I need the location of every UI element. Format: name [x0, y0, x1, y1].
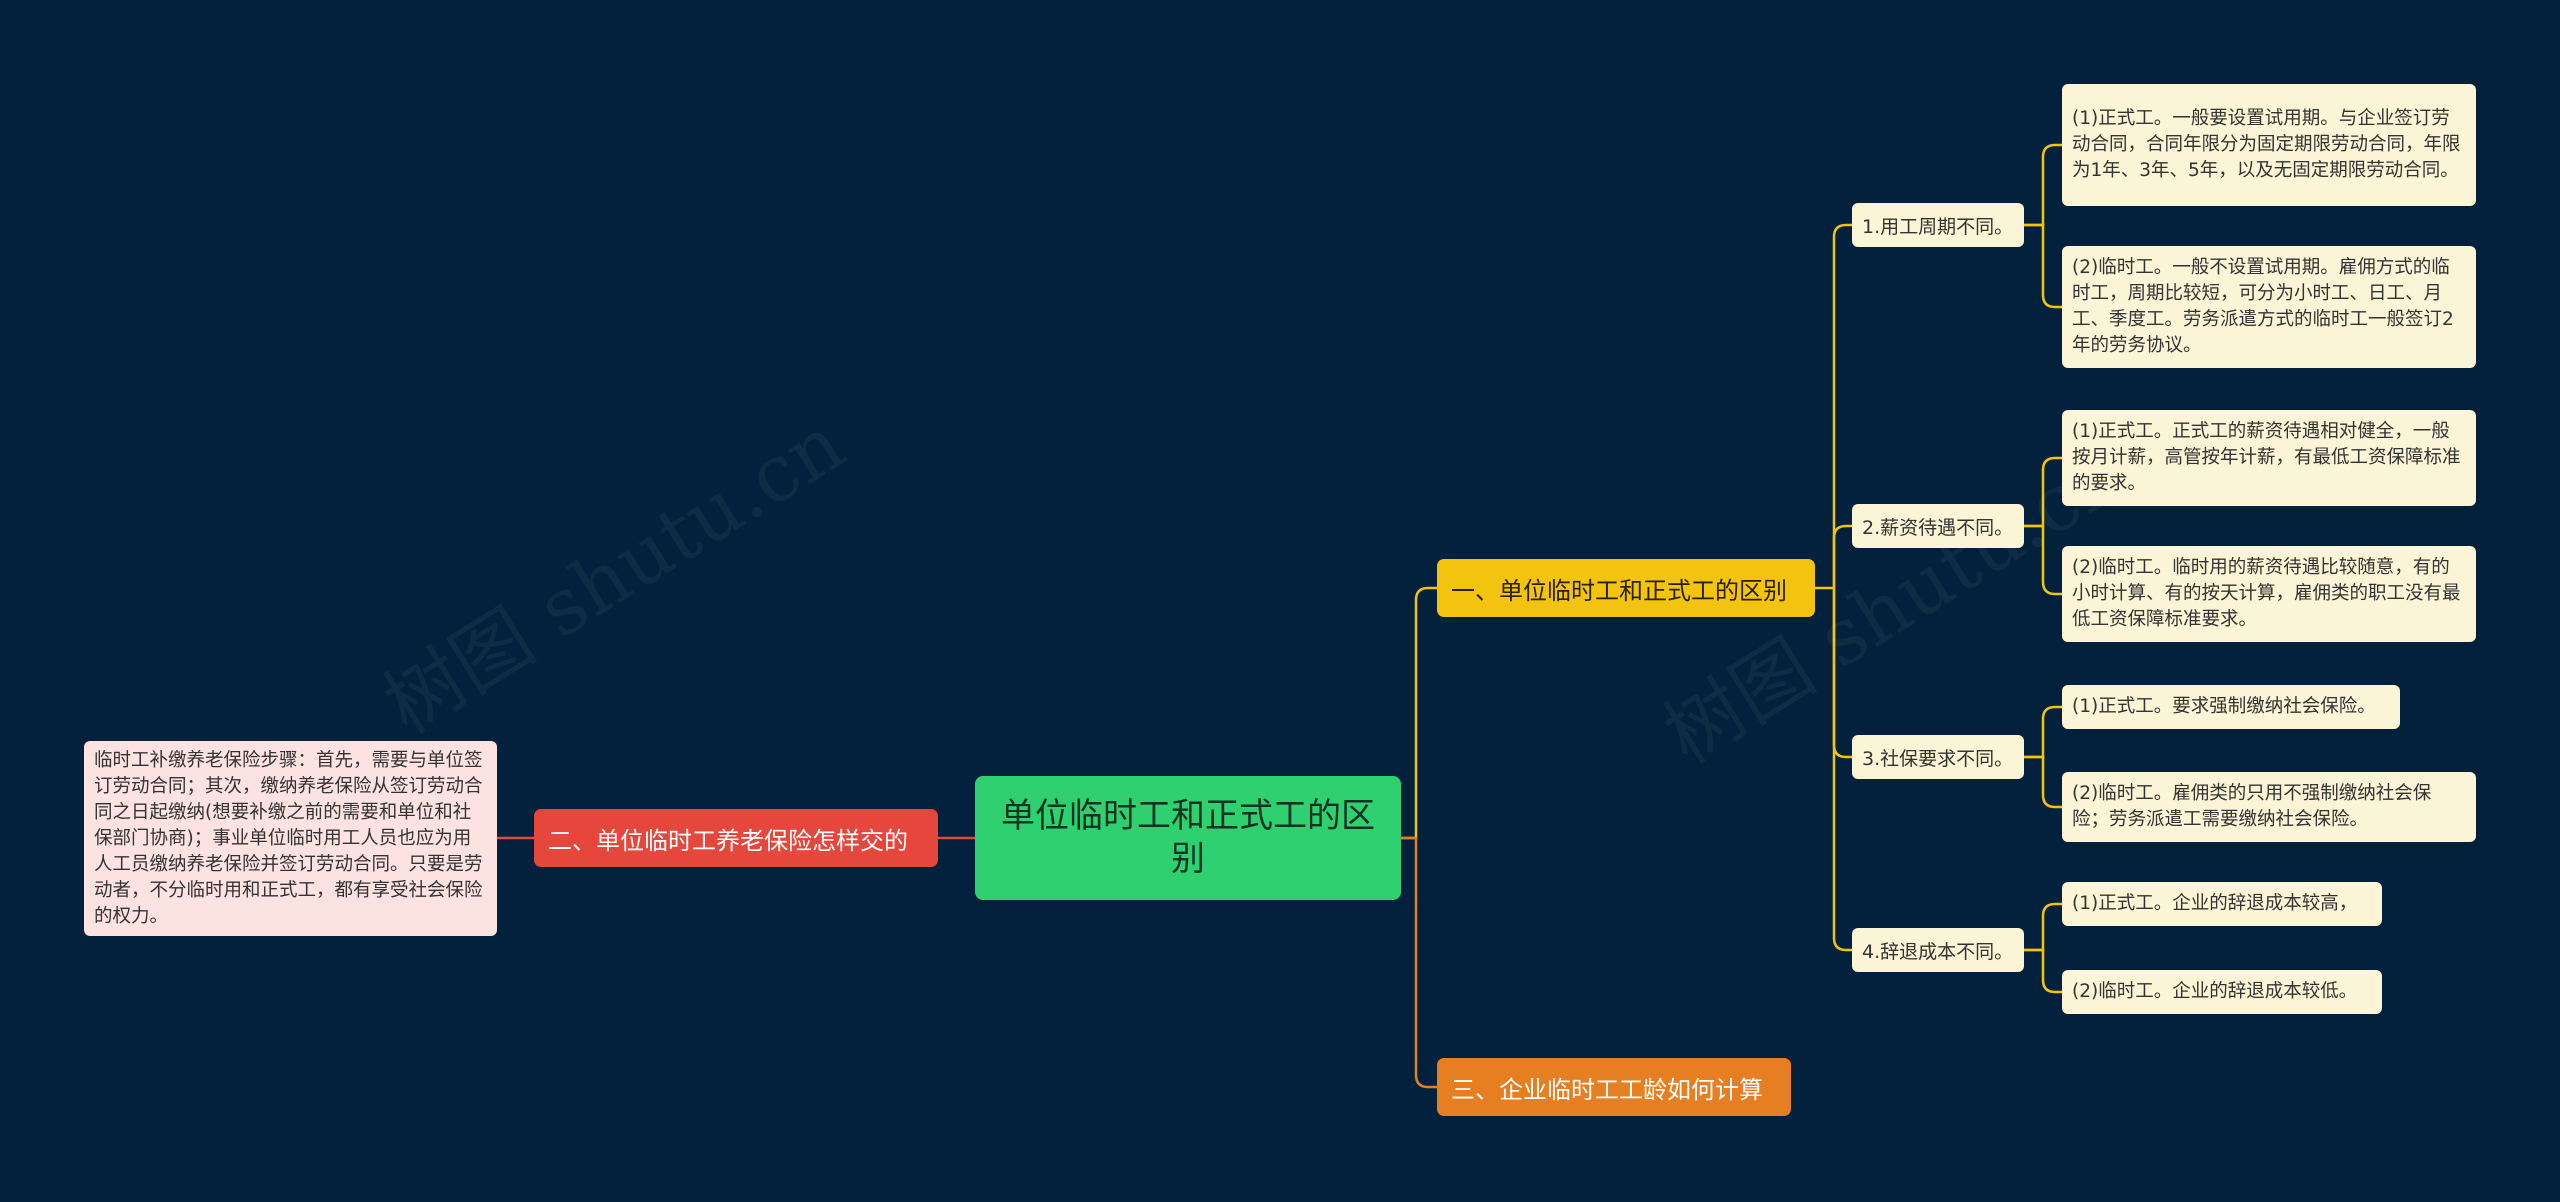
- branch-seniority[interactable]: 三、企业临时工工龄如何计算: [1437, 1058, 1791, 1116]
- note-pension-steps[interactable]: 临时工补缴养老保险步骤：首先，需要与单位签订劳动合同；其次，缴纳养老保险从签订劳…: [84, 741, 497, 936]
- connector-root-b3: [1401, 836, 1437, 1089]
- root-topic[interactable]: 单位临时工和正式工的区别: [975, 776, 1401, 900]
- connector-leaf-7: [2024, 902, 2062, 952]
- connector-leaf-2: [2024, 223, 2062, 309]
- branch-difference[interactable]: 一、单位临时工和正式工的区别: [1437, 559, 1815, 617]
- leaf-insurance-regular[interactable]: (1)正式工。要求强制缴纳社会保险。: [2062, 685, 2400, 729]
- leaf-salary-temporary[interactable]: (2)临时工。临时用的薪资待遇比较随意，有的小时计算、有的按天计算，雇佣类的职工…: [2062, 546, 2476, 642]
- leaf-salary-regular[interactable]: (1)正式工。正式工的薪资待遇相对健全，一般按月计薪，高管按年计薪，有最低工资保…: [2062, 410, 2476, 506]
- connector-leaf-4: [2024, 524, 2062, 596]
- connector-leaf-6: [2024, 755, 2062, 809]
- sub-salary[interactable]: 2.薪资待遇不同。: [1852, 504, 2024, 548]
- connector-sub2: [1832, 524, 1852, 588]
- leaf-dismissal-temporary[interactable]: (2)临时工。企业的辞退成本较低。: [2062, 970, 2382, 1014]
- connector-sub1: [1832, 223, 1852, 588]
- leaf-dismissal-regular[interactable]: (1)正式工。企业的辞退成本较高，: [2062, 882, 2382, 926]
- leaf-insurance-temporary[interactable]: (2)临时工。雇佣类的只用不强制缴纳社会保险；劳务派遣工需要缴纳社会保险。: [2062, 772, 2476, 842]
- sub-dismissal-cost[interactable]: 4.辞退成本不同。: [1852, 928, 2024, 972]
- leaf-period-temporary[interactable]: (2)临时工。一般不设置试用期。雇佣方式的临时工，周期比较短，可分为小时工、日工…: [2062, 246, 2476, 368]
- leaf-period-regular[interactable]: (1)正式工。一般要设置试用期。与企业签订劳动合同，合同年限分为固定期限劳动合同…: [2062, 84, 2476, 206]
- connector-leaf-1: [2024, 143, 2062, 227]
- connector-leaf-8: [2024, 948, 2062, 994]
- connector-leaf-5: [2024, 705, 2062, 759]
- connector-sub4: [1832, 588, 1852, 952]
- sub-employment-period[interactable]: 1.用工周期不同。: [1852, 203, 2024, 247]
- branch-pension[interactable]: 二、单位临时工养老保险怎样交的: [534, 809, 938, 867]
- sub-social-insurance[interactable]: 3.社保要求不同。: [1852, 735, 2024, 779]
- connector-leaf-3: [2024, 456, 2062, 528]
- connector-root-b1: [1401, 586, 1437, 840]
